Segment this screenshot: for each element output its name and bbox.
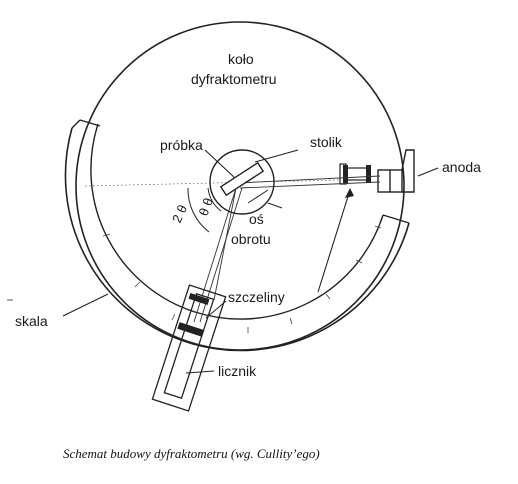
theta-arc (207, 187, 222, 212)
slits-pointer-2 (205, 300, 227, 319)
scale-arc-inner (90, 123, 384, 320)
incident-beam (237, 175, 381, 189)
scale-arc-outer (64, 127, 410, 352)
receiving-slits (177, 293, 210, 337)
counter (151, 284, 227, 412)
anode-pointer (417, 167, 439, 177)
label-axis-1: oś (249, 211, 264, 227)
reference-line (84, 179, 341, 187)
scale-end-left (71, 119, 81, 129)
label-circle: koło (228, 51, 254, 67)
counter-pointer (185, 370, 215, 374)
stage-pointer (254, 149, 299, 163)
label-counter: licznik (218, 363, 257, 379)
two-theta-arc (187, 187, 210, 233)
incident-slit (339, 163, 371, 185)
slits-arrowhead (345, 188, 354, 198)
sample-stage (209, 149, 275, 215)
label-slits: szczeliny (228, 289, 285, 305)
scale-end-left2 (79, 119, 101, 127)
sample-pointer (204, 149, 236, 179)
label-anode: anoda (442, 159, 481, 175)
label-stage: stolik (310, 134, 343, 150)
label-theta: θ θ (196, 196, 216, 218)
label-two-theta: 2 θ (169, 202, 190, 225)
label-scale: skala (15, 313, 48, 329)
label-axis-2: obrotu (231, 231, 271, 247)
slits-pointer (317, 189, 351, 293)
label-sample: próbka (160, 137, 203, 153)
scale-end-right (382, 214, 410, 224)
scale-ticks (102, 225, 382, 333)
caption: Schemat budowy dyfraktometru (wg. Cullit… (63, 446, 320, 461)
axis-pointer-1 (247, 189, 269, 204)
label-circle-2: dyfraktometru (191, 71, 277, 87)
xray-tube (377, 149, 415, 193)
sample (219, 161, 265, 197)
axis-pointer-2 (267, 202, 283, 209)
scale-pointer (62, 293, 109, 317)
